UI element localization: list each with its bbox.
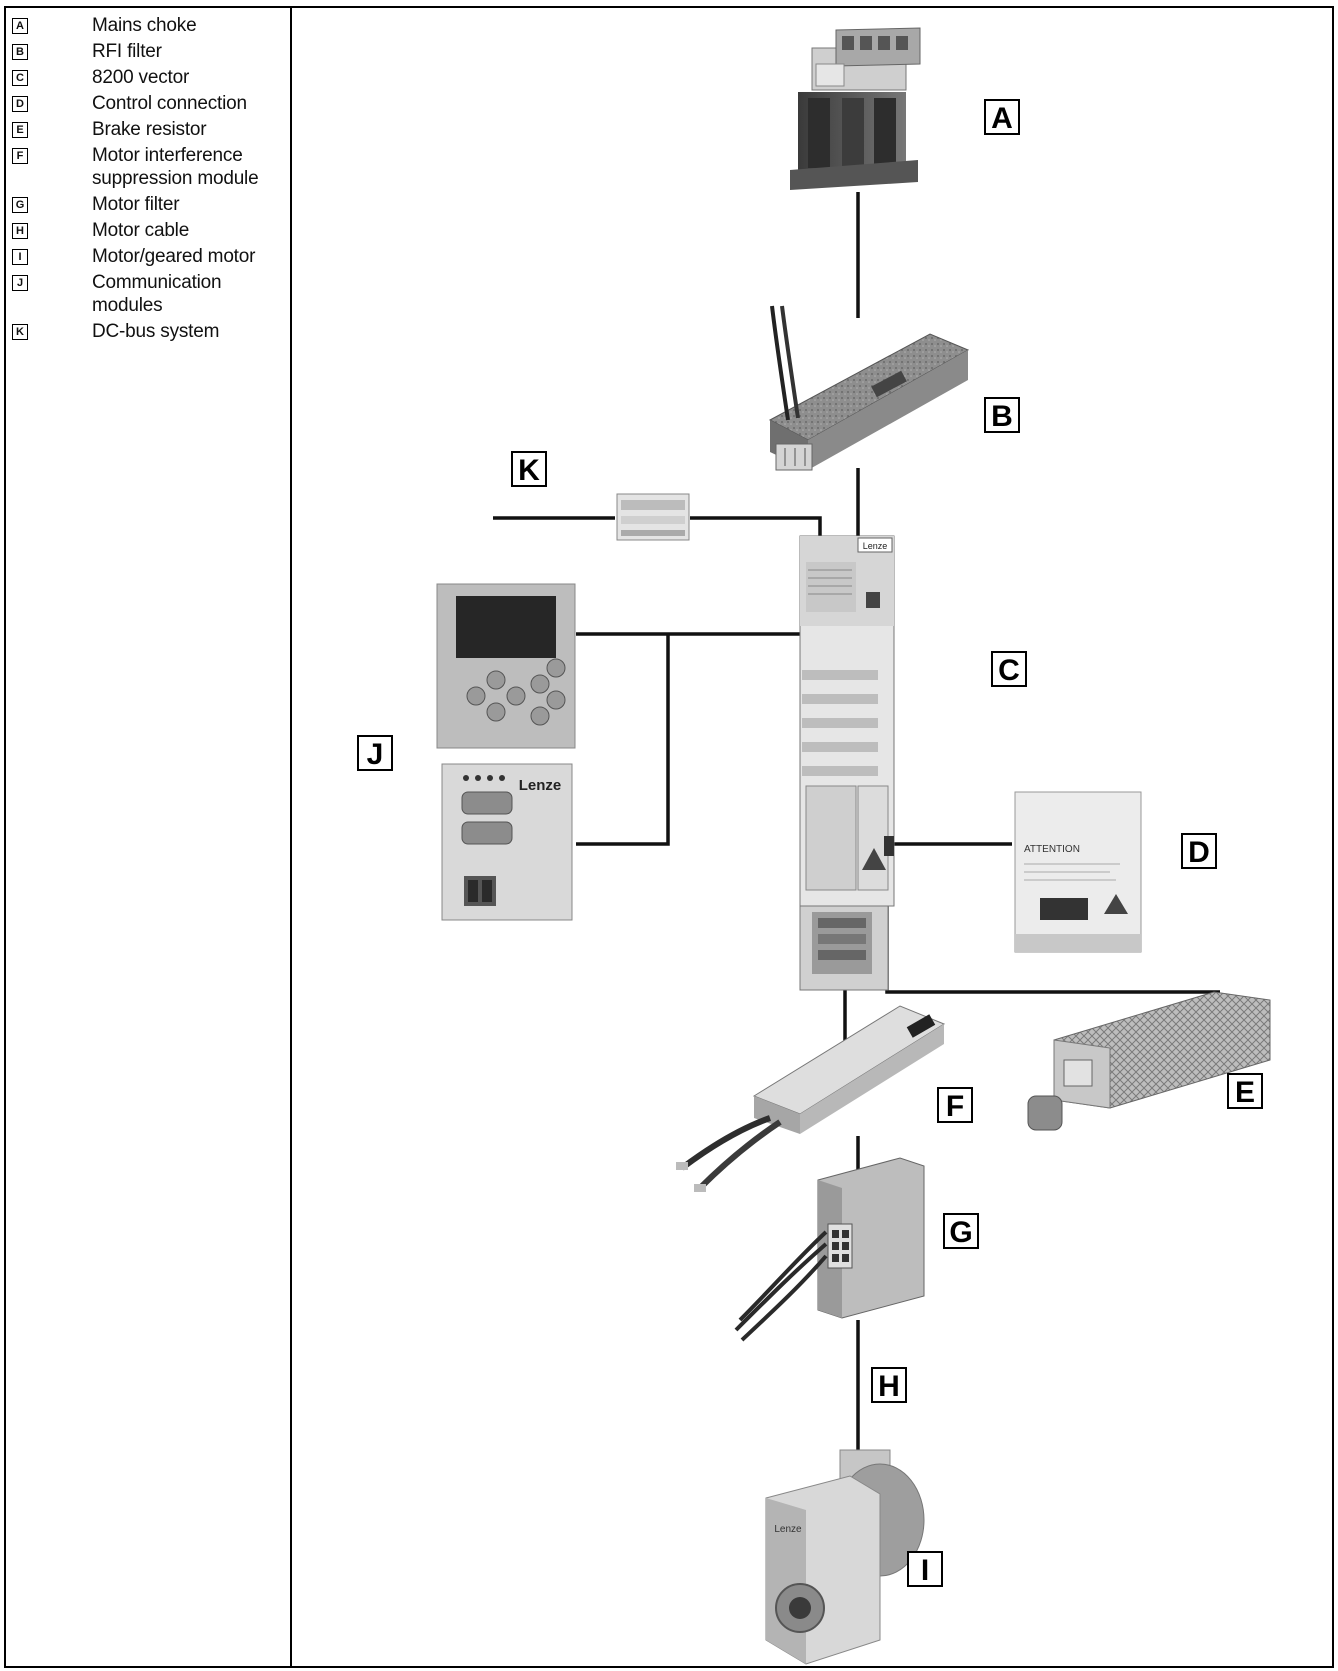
legend-key-g: G <box>12 197 28 213</box>
legend-item-k: K DC-bus system <box>12 320 282 343</box>
legend-divider <box>290 6 292 1668</box>
legend-label-c: 8200 vector <box>92 67 190 88</box>
diagram-frame <box>4 6 1334 1668</box>
callout-i-text: I <box>921 1554 929 1587</box>
legend-item-i: I Motor/geared motor <box>12 245 282 268</box>
legend-label-d: Control connection <box>92 93 247 114</box>
control-card-text: ATTENTION <box>1024 844 1080 855</box>
legend-item-d: D Control connection <box>12 92 282 115</box>
legend-label-b: RFI filter <box>92 41 162 62</box>
legend-key-j: J <box>12 275 28 291</box>
legend-key-e: E <box>12 122 28 138</box>
callout-k: K <box>511 451 547 487</box>
legend-key-c: C <box>12 70 28 86</box>
legend-item-b: B RFI filter <box>12 40 282 63</box>
legend: A Mains choke B RFI filter C 8200 vector… <box>12 14 282 346</box>
motor-brand-text: Lenze <box>774 1524 802 1535</box>
motor-filter-device <box>734 1157 925 1342</box>
callout-g-text: G <box>949 1216 972 1249</box>
inverter-device: Lenze <box>799 535 895 991</box>
suppression-module-device <box>676 1005 946 1192</box>
dcbus-connector-device <box>616 493 690 541</box>
legend-item-e: E Brake resistor <box>12 118 282 141</box>
callout-b-text: B <box>991 400 1013 433</box>
legend-label-a: Mains choke <box>92 15 197 36</box>
brake-resistor-device <box>1027 991 1271 1131</box>
legend-label-h: Motor cable <box>92 220 190 241</box>
line-dcbus-inverter <box>690 516 822 538</box>
callout-h-text: H <box>878 1370 900 1403</box>
mains-choke-device <box>790 27 921 190</box>
legend-label-j: Communication modules <box>92 272 222 316</box>
callout-c-text: C <box>998 654 1020 687</box>
legend-label-g: Motor filter <box>92 194 180 215</box>
legend-label-e: Brake resistor <box>92 119 207 140</box>
callout-f: F <box>937 1087 973 1123</box>
legend-key-f: F <box>12 148 28 164</box>
callout-g: G <box>943 1213 979 1249</box>
keypad-brand-text: Lenze <box>519 777 562 794</box>
callout-f-text: F <box>946 1090 964 1123</box>
callout-e: E <box>1227 1073 1263 1109</box>
legend-label-k: DC-bus system <box>92 321 220 342</box>
legend-item-c: C 8200 vector <box>12 66 282 89</box>
callout-d: D <box>1181 833 1217 869</box>
legend-key-k: K <box>12 324 28 340</box>
rfi-filter-device <box>768 305 970 471</box>
geared-motor-device: Lenze <box>765 1449 925 1665</box>
callout-d-text: D <box>1188 836 1210 869</box>
inverter-brand-text: Lenze <box>863 541 888 551</box>
callout-a-text: A <box>991 102 1013 135</box>
callout-k-text: K <box>518 454 540 487</box>
legend-item-a: A Mains choke <box>12 14 282 37</box>
legend-item-h: H Motor cable <box>12 219 282 242</box>
keypad-device <box>436 583 576 749</box>
callout-j: J <box>357 735 393 771</box>
callout-j-text: J <box>367 738 384 771</box>
legend-key-b: B <box>12 44 28 60</box>
legend-item-j: J Communication modules <box>12 271 282 317</box>
legend-item-f: F Motor interference suppression module <box>12 144 282 190</box>
control-card-device: ATTENTION <box>1014 791 1142 953</box>
legend-label-f: Motor interference suppression module <box>92 145 259 189</box>
line-comm-module <box>576 634 670 846</box>
callout-h: H <box>871 1367 907 1403</box>
legend-item-g: G Motor filter <box>12 193 282 216</box>
callout-i: I <box>907 1551 943 1587</box>
legend-key-d: D <box>12 96 28 112</box>
callout-e-text: E <box>1235 1076 1255 1109</box>
callout-b: B <box>984 397 1020 433</box>
callout-c: C <box>991 651 1027 687</box>
legend-label-i: Motor/geared motor <box>92 246 256 267</box>
callout-a: A <box>984 99 1020 135</box>
legend-key-h: H <box>12 223 28 239</box>
legend-key-a: A <box>12 18 28 34</box>
communication-module-device: Lenze <box>441 763 573 921</box>
legend-key-i: I <box>12 249 28 265</box>
